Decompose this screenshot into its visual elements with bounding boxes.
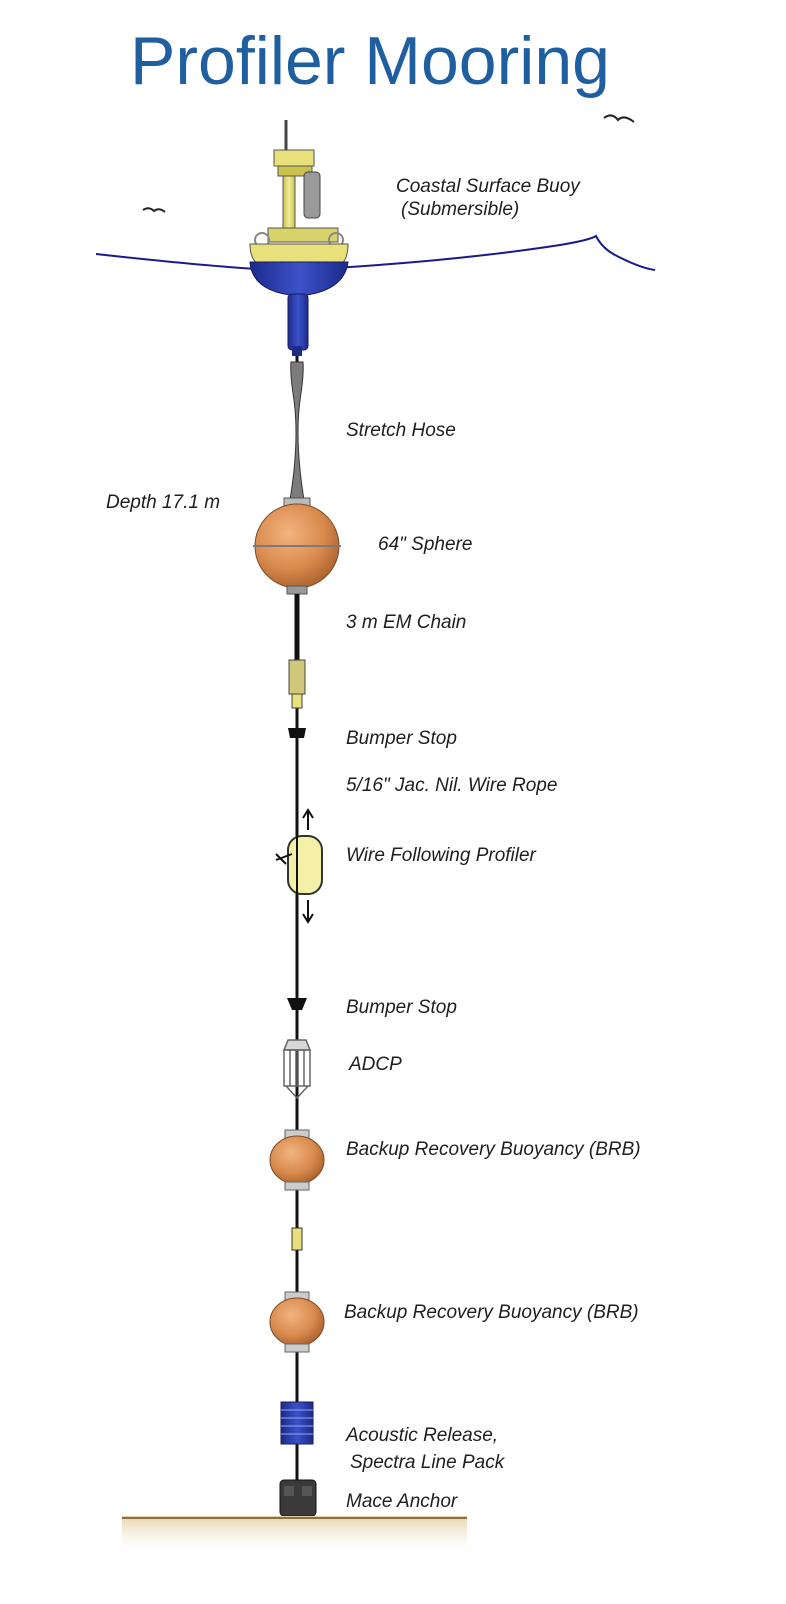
adcp-instrument xyxy=(282,1039,312,1100)
bird-icon xyxy=(603,114,635,123)
label-wire-rope: 5/16" Jac. Nil. Wire Rope xyxy=(346,775,558,796)
label-em-chain: 3 m EM Chain xyxy=(346,612,467,633)
label-stretch-hose: Stretch Hose xyxy=(346,420,456,441)
label-release-sub: Spectra Line Pack xyxy=(350,1452,505,1473)
label-bumper-stop-upper: Bumper Stop xyxy=(346,728,457,749)
stretch-hose xyxy=(289,361,305,501)
label-brb-lower: Backup Recovery Buoyancy (BRB) xyxy=(344,1302,639,1323)
seabed xyxy=(122,1516,467,1556)
chain-connector xyxy=(288,659,306,709)
label-release: Acoustic Release, xyxy=(346,1425,499,1446)
label-anchor: Mace Anchor xyxy=(346,1491,458,1512)
brb-float-upper xyxy=(269,1129,325,1191)
label-surface-buoy: Coastal Surface Buoy xyxy=(396,176,580,197)
label-profiler: Wire Following Profiler xyxy=(346,845,536,866)
water-surface-line xyxy=(95,234,656,272)
wire-following-profiler xyxy=(275,808,323,924)
sphere-float xyxy=(253,497,341,595)
acoustic-release xyxy=(280,1401,314,1445)
arrow-down-icon xyxy=(302,900,314,924)
label-depth: Depth 17.1 m xyxy=(106,492,221,513)
bird-icon xyxy=(142,207,166,213)
inline-connector xyxy=(291,1227,303,1251)
label-bumper-stop-lower: Bumper Stop xyxy=(346,997,457,1018)
page-title: Profiler Mooring xyxy=(130,23,610,99)
label-surface-buoy-sub: (Submersible) xyxy=(401,199,520,220)
label-sphere: 64" Sphere xyxy=(378,534,473,555)
arrow-up-icon xyxy=(302,808,314,830)
surface-buoy xyxy=(249,120,349,356)
mace-anchor xyxy=(279,1479,317,1517)
label-brb-upper: Backup Recovery Buoyancy (BRB) xyxy=(346,1139,641,1160)
label-adcp: ADCP xyxy=(349,1054,402,1075)
bumper-stop-upper xyxy=(288,728,306,738)
bumper-stop-lower xyxy=(287,998,307,1010)
brb-float-lower xyxy=(269,1291,325,1353)
